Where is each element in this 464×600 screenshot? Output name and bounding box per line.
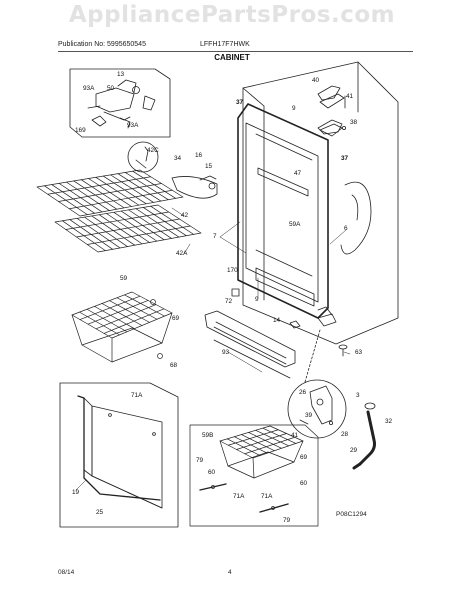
wire-line (47, 176, 152, 195)
light-shield (171, 175, 218, 199)
part-label-41: 41 (346, 93, 354, 100)
shelf-clip-detail (127, 141, 159, 173)
part-label-93: 93 (222, 349, 230, 356)
wire-line (109, 300, 150, 323)
footer-date: 08/14 (58, 569, 75, 576)
wire-line (79, 295, 141, 320)
part-label-34: 34 (174, 155, 182, 162)
wire-line (87, 300, 149, 325)
wire-line (86, 308, 128, 333)
part-label-47: 47 (294, 170, 302, 177)
part-label-59a: 59A (289, 221, 301, 228)
part-label-42: 42 (181, 212, 189, 219)
part-170 (231, 288, 240, 297)
part-label-68: 68 (170, 362, 178, 369)
leader-lines (75, 207, 351, 491)
part-label-93a: 93A (127, 122, 139, 129)
header-divider (58, 51, 413, 52)
part-label-37: 37 (236, 99, 244, 106)
part-label-170: 170 (227, 267, 238, 274)
part-label-59b: 59B (202, 432, 214, 439)
part-label-50: 50 (107, 85, 115, 92)
part-label-14: 14 (273, 317, 281, 324)
part-label-13: 13 (117, 71, 125, 78)
part-label-60: 60 (208, 469, 216, 476)
drain-tube (352, 402, 376, 470)
part-label-25: 25 (96, 509, 104, 516)
part-label-19: 19 (72, 489, 80, 496)
wire-line (79, 311, 120, 336)
part-label-7: 7 (213, 233, 217, 240)
page-title: CABINET (214, 53, 250, 62)
wire-line (58, 183, 162, 202)
evaporator-cover-box (59, 382, 179, 528)
wire-line (236, 433, 287, 450)
basket-kit-box (189, 424, 319, 527)
watermark-logo: AppliancePartsPros.com (68, 2, 396, 28)
part-label-71a: 71A (131, 392, 143, 399)
drain-detail (287, 329, 347, 439)
part-label-9: 9 (292, 105, 296, 112)
part-label-39: 39 (305, 412, 313, 419)
wire-line (227, 429, 279, 446)
part-label-3: 3 (356, 392, 360, 399)
part-label-42c: 42C (147, 147, 159, 154)
part-label-28: 28 (341, 431, 349, 438)
part-label-79: 79 (283, 517, 291, 524)
wire-line (65, 211, 170, 230)
part-label-26: 26 (299, 389, 307, 396)
part-label-6: 6 (344, 225, 348, 232)
part-label-69: 69 (300, 454, 308, 461)
page-number: 4 (228, 569, 232, 576)
part-label-37: 37 (341, 155, 349, 162)
wire-line (244, 436, 296, 455)
wire-line (94, 306, 135, 329)
part-label-71a: 71A (233, 493, 245, 500)
part-label-60: 60 (300, 480, 308, 487)
wire-line (76, 218, 180, 238)
wire-shelves (36, 169, 202, 253)
part-label-32: 32 (385, 418, 393, 425)
leveling-leg (338, 344, 348, 357)
publication-number: Publication No: 5995650545 (58, 41, 146, 48)
wire-line (116, 297, 158, 320)
part-label-93a: 93A (83, 85, 95, 92)
wire-line (95, 304, 157, 330)
part-label-69: 69 (172, 315, 180, 322)
part-label-169: 169 (75, 127, 86, 134)
wire-line (68, 189, 173, 210)
part-label-29: 29 (350, 447, 358, 454)
wire-line (86, 225, 191, 245)
part-label-40: 40 (312, 77, 320, 84)
cabinet-body (237, 61, 399, 345)
part-label-79: 79 (196, 457, 204, 464)
top-hinge-parts (317, 85, 346, 135)
wire-basket (71, 291, 173, 363)
part-label-15: 15 (205, 163, 213, 170)
part-label-41: 41 (291, 432, 299, 439)
model-number: LFFH17F7HWK (200, 41, 250, 48)
light-assembly-inset (69, 68, 171, 138)
wire-line (101, 303, 143, 326)
part-label-9: 9 (255, 296, 259, 303)
wire-line (124, 294, 165, 317)
wire-line (103, 308, 165, 334)
part-label-42a: 42A (176, 250, 188, 257)
part-label-72: 72 (225, 298, 233, 305)
part-label-38: 38 (350, 119, 358, 126)
diagram-code: P08C1294 (336, 511, 367, 518)
part-label-16: 16 (195, 152, 203, 159)
kickplate (204, 310, 296, 379)
part-label-59: 59 (120, 275, 128, 282)
part-label-71a: 71A (261, 493, 273, 500)
part-label-63: 63 (355, 349, 363, 356)
